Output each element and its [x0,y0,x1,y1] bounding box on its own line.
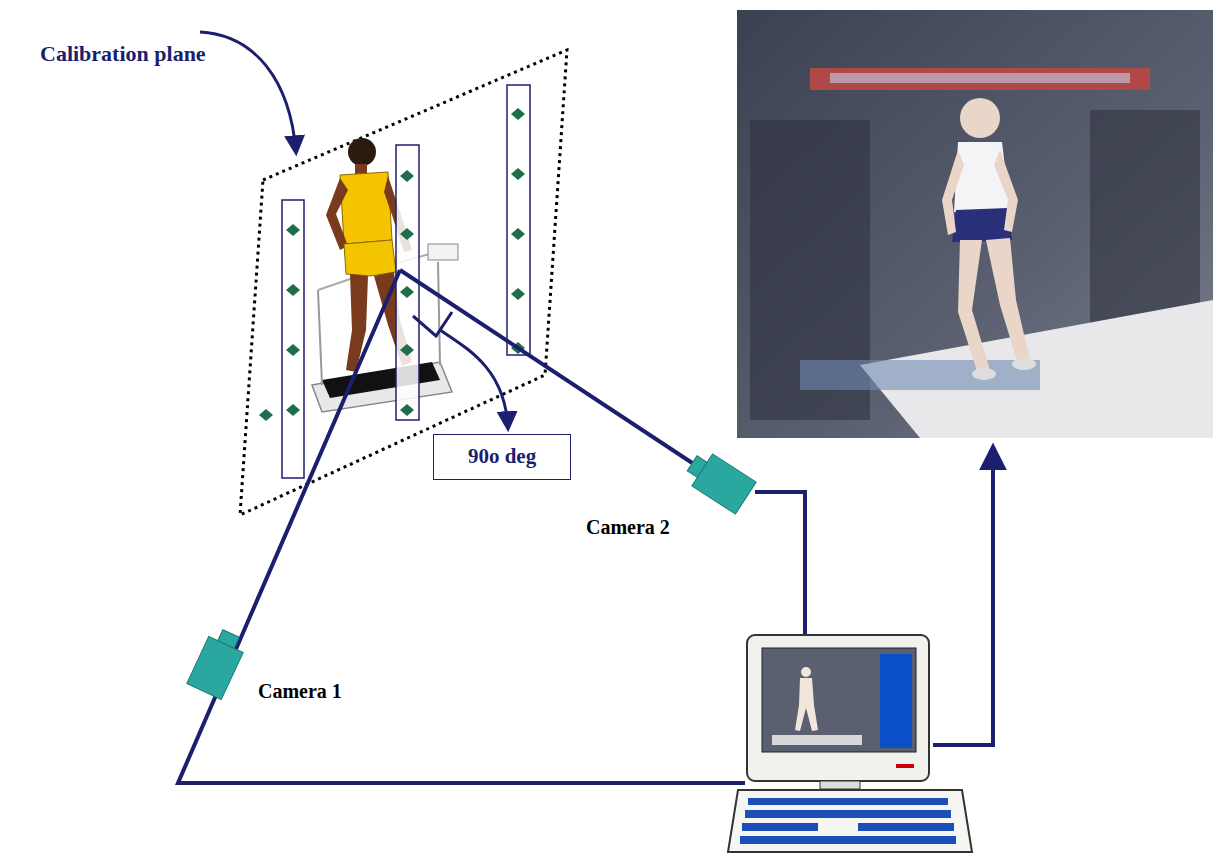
camera-label: Camera 1 [258,680,342,702]
camera-lines [178,270,805,783]
calibration-markers [259,108,525,421]
camera-label: Camera 2 [586,516,670,538]
output-arrow [933,448,993,745]
angle-box: 90o deg [433,434,571,480]
runner-photo [737,10,1213,438]
pointer-arrow [200,32,296,152]
angle-label: 90o deg [468,445,536,468]
camera-symbol [682,447,756,514]
calibration-plane-outline [240,50,567,515]
plane-label: Calibration plane [40,42,206,66]
camera-symbol [187,626,248,700]
calibration-poles [282,85,530,478]
angle-mark [413,312,508,428]
